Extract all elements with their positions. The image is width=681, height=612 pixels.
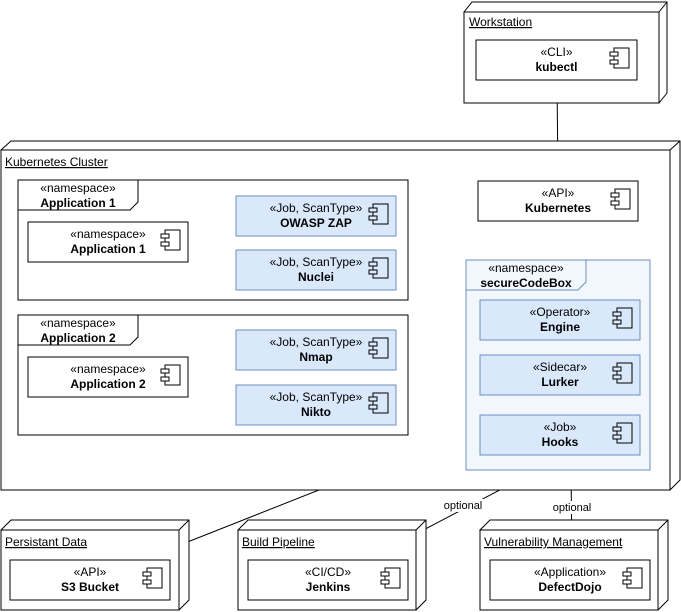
defectdojo-component[interactable]: «Application» DefectDojo: [489, 559, 651, 601]
kubernetes-cluster-title: Kubernetes Cluster: [5, 155, 108, 169]
application-1-package-stereotype: «namespace»: [40, 181, 116, 195]
engine-stereotype: «Operator»: [530, 305, 591, 319]
build-pipeline-title: Build Pipeline: [242, 535, 315, 549]
application-1-ns-name: Application 1: [70, 242, 146, 256]
application-2-package-stereotype: «namespace»: [40, 316, 116, 330]
nmap-stereotype: «Job, ScanType»: [270, 335, 363, 349]
kubernetes-stereotype: «API»: [542, 186, 575, 200]
component-icon: [368, 392, 389, 414]
application-1-package-name: Application 1: [40, 196, 116, 210]
edge-labels: optional optional: [442, 499, 593, 514]
hooks-stereotype: «Job»: [544, 420, 577, 434]
component-icon: [609, 47, 630, 69]
component-icon: [612, 307, 633, 329]
component-icon: [160, 229, 181, 251]
nuclei-stereotype: «Job, ScanType»: [270, 255, 363, 269]
kubectl-name: kubectl: [535, 60, 577, 74]
engine-component[interactable]: «Operator» Engine: [479, 299, 641, 341]
application-2-ns-name: Application 2: [70, 377, 146, 391]
kubectl-component[interactable]: «CLI» kubectl: [475, 39, 638, 81]
hooks-component[interactable]: «Job» Hooks: [479, 414, 641, 456]
application-2-namespace-component[interactable]: «namespace» Application 2: [27, 356, 189, 398]
nuclei-component[interactable]: «Job, ScanType» Nuclei: [235, 249, 397, 291]
component-icon: [610, 188, 631, 210]
component-icon: [368, 337, 389, 359]
kubernetes-name: Kubernetes: [525, 201, 591, 215]
nikto-name: Nikto: [301, 405, 331, 419]
s3-bucket-name: S3 Bucket: [61, 580, 119, 594]
owasp-zap-component[interactable]: «Job, ScanType» OWASP ZAP: [235, 195, 397, 237]
component-icon: [612, 422, 633, 444]
lurker-stereotype: «Sidecar»: [533, 360, 587, 374]
component-icon: [622, 567, 643, 589]
nuclei-name: Nuclei: [298, 270, 334, 284]
component-icon: [612, 362, 633, 384]
hooks-name: Hooks: [542, 435, 579, 449]
application-1-namespace-component[interactable]: «namespace» Application 1: [27, 221, 189, 263]
s3-bucket-component[interactable]: «API» S3 Bucket: [9, 559, 171, 601]
securecodebox-package-stereotype: «namespace»: [488, 261, 564, 275]
owasp-zap-stereotype: «Job, ScanType»: [270, 201, 363, 215]
application-2-ns-stereotype: «namespace»: [70, 362, 146, 376]
component-icon: [142, 567, 163, 589]
component-icon: [160, 364, 181, 386]
edge-label-optional-defectdojo: optional: [553, 502, 592, 514]
owasp-zap-name: OWASP ZAP: [280, 216, 352, 230]
application-1-ns-stereotype: «namespace»: [70, 227, 146, 241]
defectdojo-stereotype: «Application»: [534, 565, 606, 579]
nikto-stereotype: «Job, ScanType»: [270, 390, 363, 404]
jenkins-name: Jenkins: [306, 580, 351, 594]
jenkins-component[interactable]: «CI/CD» Jenkins: [247, 559, 409, 601]
defectdojo-name: DefectDojo: [538, 580, 601, 594]
kubernetes-component[interactable]: «API» Kubernetes: [477, 180, 639, 222]
engine-name: Engine: [540, 320, 580, 334]
workstation-title: Workstation: [469, 15, 532, 29]
vulnerability-management-title: Vulnerability Management: [484, 535, 623, 549]
securecodebox-package-name: secureCodeBox: [480, 276, 572, 290]
jenkins-stereotype: «CI/CD»: [305, 565, 351, 579]
kubectl-stereotype: «CLI»: [540, 45, 572, 59]
nmap-component[interactable]: «Job, ScanType» Nmap: [235, 329, 397, 371]
lurker-component[interactable]: «Sidecar» Lurker: [479, 354, 641, 396]
application-2-package-name: Application 2: [40, 331, 116, 345]
edge-label-optional-jenkins: optional: [444, 500, 483, 512]
lurker-name: Lurker: [541, 375, 579, 389]
component-icon: [368, 203, 389, 225]
persistant-data-title: Persistant Data: [5, 535, 87, 549]
component-icon: [368, 257, 389, 279]
nmap-name: Nmap: [299, 350, 332, 364]
nikto-component[interactable]: «Job, ScanType» Nikto: [235, 384, 397, 426]
s3-bucket-stereotype: «API»: [74, 565, 107, 579]
component-icon: [380, 567, 401, 589]
